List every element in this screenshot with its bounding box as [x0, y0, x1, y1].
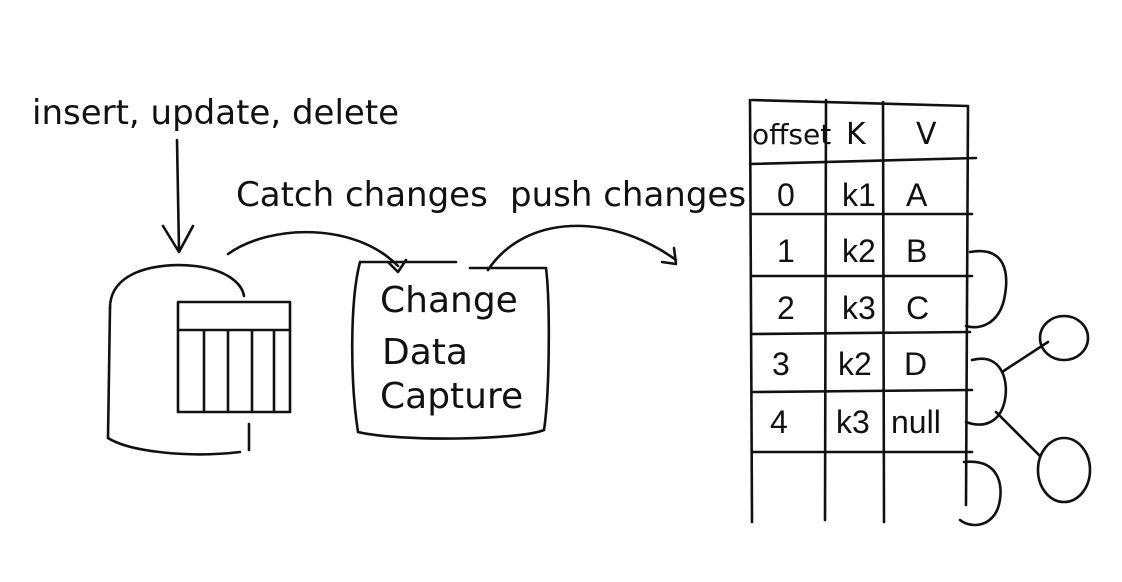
header-k: K: [846, 117, 867, 152]
cdc-line-3: Capture: [380, 376, 523, 417]
operations-label: insert, update, delete: [32, 93, 399, 133]
row-0-key: k1: [842, 177, 876, 213]
cdc-line-1: Change: [380, 280, 518, 321]
push-arrow: [486, 224, 678, 272]
header-offset: offset: [752, 118, 831, 151]
row-2-value: C: [906, 290, 929, 326]
row-0-value: A: [906, 177, 928, 213]
row-2-offset: 2: [777, 290, 795, 326]
row-2-key: k3: [842, 290, 876, 326]
row-1-value: B: [906, 233, 927, 269]
row-0-offset: 0: [777, 177, 795, 213]
row-4-value: null: [891, 404, 941, 440]
down-arrow: [161, 138, 195, 254]
log-table: offset K V 0 k1 A 1 k2 B 2 k3 C 3 k2 D 4…: [748, 98, 978, 524]
row-4-offset: 4: [770, 404, 788, 440]
row-3-value: D: [904, 346, 927, 382]
consumer-tree: [958, 249, 1092, 527]
row-3-offset: 3: [772, 346, 790, 382]
row-1-offset: 1: [777, 233, 795, 269]
catch-arrow: [226, 230, 408, 274]
row-4-key: k3: [836, 404, 870, 440]
cdc-line-2: Data: [382, 332, 468, 373]
catch-changes-label: Catch changes: [236, 175, 488, 215]
row-3-key: k2: [838, 346, 872, 382]
database-icon: [106, 263, 292, 456]
push-changes-label: push changes: [510, 175, 746, 215]
cdc-box: [350, 260, 551, 440]
header-v: V: [916, 117, 937, 152]
row-1-key: k2: [842, 233, 876, 269]
